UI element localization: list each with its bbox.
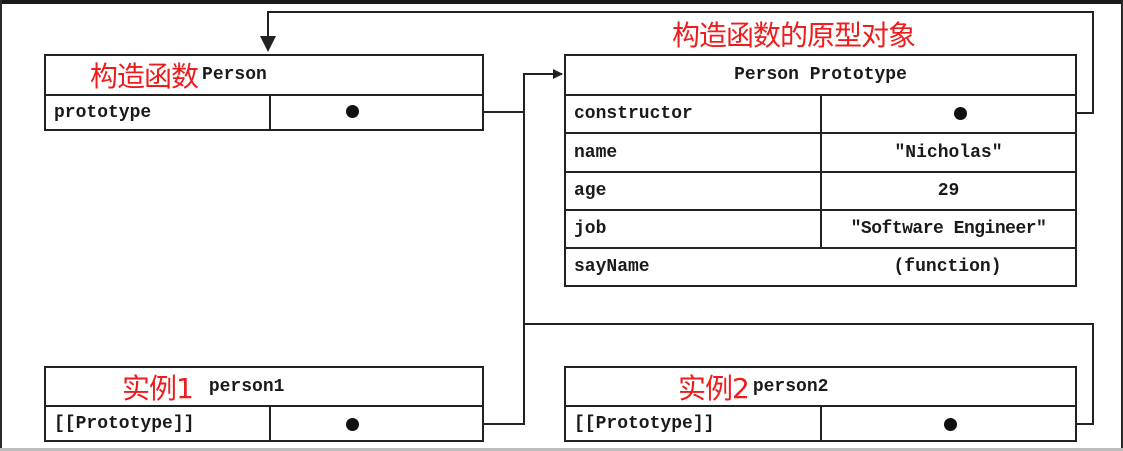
name-key: name bbox=[574, 142, 618, 163]
prototype-box: Person Prototype constructor name "Nicho… bbox=[564, 54, 1077, 287]
instance1-box: 实例1 person1 [[Prototype]] bbox=[44, 366, 484, 442]
prototype-annotation: 构造函数的原型对象 bbox=[672, 19, 916, 52]
sayname-key: sayName bbox=[574, 257, 650, 277]
instance2-prototype-value-cell bbox=[820, 407, 1075, 440]
prototype-box-title: Person Prototype bbox=[734, 65, 907, 85]
constructor-box-header: 构造函数 Person bbox=[46, 56, 482, 94]
job-value: "Software Engineer" bbox=[820, 211, 1075, 247]
age-value: 29 bbox=[820, 173, 1075, 209]
prototype-row-constructor: constructor bbox=[566, 94, 1075, 132]
instance2-box: 实例2 person2 [[Prototype]] bbox=[564, 366, 1077, 442]
instance1-row-prototype: [[Prototype]] bbox=[46, 405, 482, 440]
instance2-box-header: 实例2 person2 bbox=[566, 368, 1075, 405]
frame-left-border bbox=[0, 0, 2, 451]
constructor-box: 构造函数 Person prototype bbox=[44, 54, 484, 131]
constructor-value-cell bbox=[820, 96, 1075, 132]
prototype-row-sayname: sayName (function) bbox=[566, 247, 1075, 285]
age-key: age bbox=[574, 181, 607, 201]
frame-top-border bbox=[0, 0, 1123, 4]
constructor-pointer-dot bbox=[954, 107, 967, 120]
prototype-key: prototype bbox=[54, 102, 152, 123]
instance2-box-title: person2 bbox=[752, 376, 829, 397]
frame-right-border bbox=[1121, 0, 1123, 451]
prototype-row-name: name "Nicholas" bbox=[566, 132, 1075, 171]
constructor-annotation: 构造函数 bbox=[90, 60, 199, 93]
prototype-box-header: Person Prototype bbox=[566, 56, 1075, 94]
frame-bottom-border bbox=[0, 448, 1123, 451]
person2-pointer-dot bbox=[944, 418, 957, 431]
prototype-pointer-dot bbox=[346, 105, 359, 118]
instance1-box-title: person1 bbox=[208, 376, 285, 397]
instance2-row-prototype: [[Prototype]] bbox=[566, 405, 1075, 440]
instance1-prototype-value-cell bbox=[269, 407, 482, 440]
instance1-prototype-key: [[Prototype]] bbox=[54, 413, 195, 434]
instance2-prototype-key: [[Prototype]] bbox=[574, 413, 715, 434]
constructor-row-prototype: prototype bbox=[46, 94, 482, 129]
constructor-key: constructor bbox=[574, 104, 693, 124]
prototype-row-age: age 29 bbox=[566, 171, 1075, 209]
prototype-row-job: job "Software Engineer" bbox=[566, 209, 1075, 247]
sayname-value: (function) bbox=[893, 257, 1002, 277]
job-key: job bbox=[574, 219, 607, 239]
instance1-box-header: 实例1 person1 bbox=[46, 368, 482, 405]
instance1-annotation: 实例1 bbox=[122, 371, 194, 405]
constructor-box-title: Person bbox=[202, 65, 267, 85]
person1-pointer-dot bbox=[346, 418, 359, 431]
prototype-value-cell bbox=[269, 96, 482, 129]
instance2-annotation: 实例2 bbox=[678, 371, 750, 405]
name-value: "Nicholas" bbox=[820, 134, 1075, 171]
